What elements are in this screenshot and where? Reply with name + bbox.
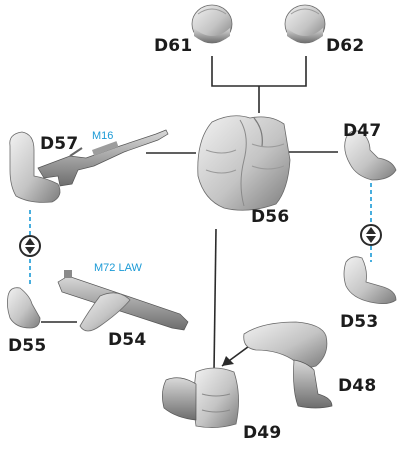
part-label-d49: D49 <box>243 423 282 443</box>
rifle-icon <box>37 129 169 187</box>
weapon-label-m16: M16 <box>92 130 114 142</box>
torso-icon <box>197 115 291 211</box>
part-label-d55: D55 <box>8 336 47 356</box>
legs-to-torso-line <box>213 228 217 372</box>
helmet-icon <box>191 4 233 44</box>
launcher-icon <box>57 270 189 332</box>
part-label-d53: D53 <box>340 312 379 332</box>
part-label-d57: D57 <box>40 134 79 154</box>
leg-icon <box>243 321 333 409</box>
weapon-label-m72: M72 LAW <box>94 262 142 274</box>
part-label-d47: D47 <box>343 121 382 141</box>
arm-icon <box>9 131 61 203</box>
leg-icon <box>162 367 239 428</box>
connector-icon <box>19 235 41 257</box>
part-label-d61: D61 <box>154 36 193 56</box>
connector-icon <box>360 224 382 246</box>
dashed-lines <box>29 183 372 286</box>
arm-icon <box>6 287 41 329</box>
helmet-bracket-line <box>211 56 307 87</box>
helmet-icon <box>284 4 326 44</box>
arm-icon <box>343 256 397 304</box>
arm-icon <box>344 130 397 181</box>
arrow-head <box>222 356 234 366</box>
part-label-d48: D48 <box>338 376 377 396</box>
part-label-d62: D62 <box>326 36 365 56</box>
part-label-d56: D56 <box>251 207 290 227</box>
part-label-d54: D54 <box>108 330 147 350</box>
